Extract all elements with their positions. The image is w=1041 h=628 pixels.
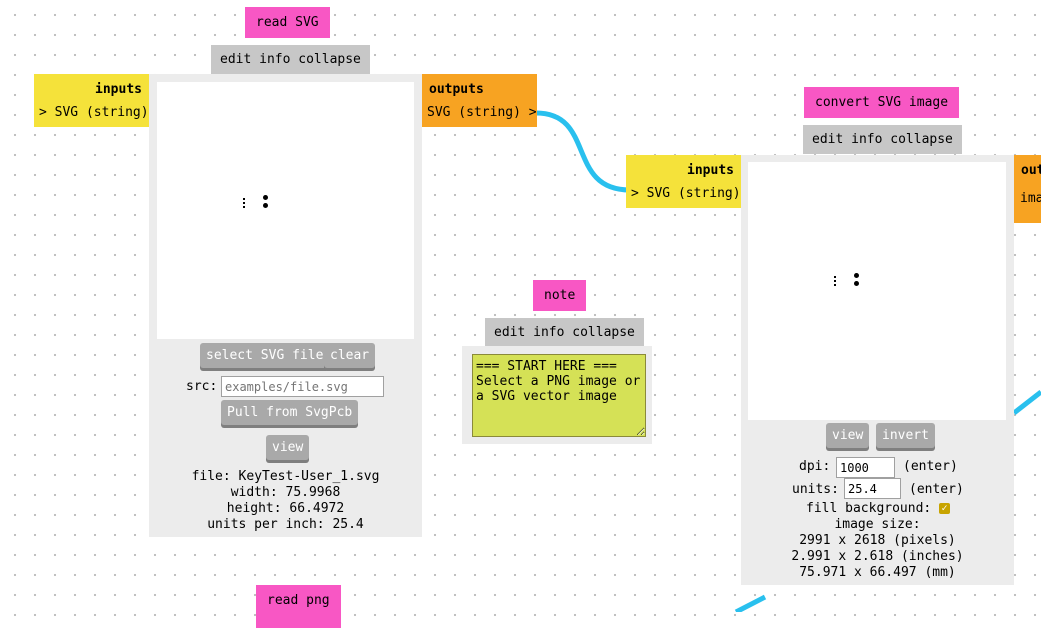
wire-convert-out-upper xyxy=(1012,390,1041,415)
read-png-title[interactable]: read png xyxy=(256,585,341,628)
note-title[interactable]: note xyxy=(533,280,587,311)
dpi-label: dpi: xyxy=(799,459,831,474)
invert-button[interactable]: invert xyxy=(876,423,935,448)
convert-svg-panel: view invert dpi: (enter) units: (enter) … xyxy=(741,155,1014,585)
image-size-pixels: 2991 x 2618 (pixels) xyxy=(799,533,956,548)
convert-svg-title[interactable]: convert SVG image xyxy=(804,87,960,118)
wire-connections xyxy=(535,110,1041,612)
pull-from-svgpcb-button[interactable]: Pull from SvgPcb xyxy=(221,400,359,425)
note-panel xyxy=(462,346,652,444)
preview-shape-small xyxy=(834,276,836,286)
input-port-svg[interactable]: > SVG (string) xyxy=(39,105,149,120)
inputs-label: inputs xyxy=(95,82,142,97)
file-name-text: file: KeyTest-User_1.svg xyxy=(191,469,380,484)
image-size-info: image size: 2991 x 2618 (pixels) 2.991 x… xyxy=(741,517,1014,581)
height-text: height: 66.4972 xyxy=(226,501,345,516)
read-svg-toolbar[interactable]: edit info collapse xyxy=(211,45,370,74)
inputs-label: inputs xyxy=(687,163,734,178)
units-enter-hint: (enter) xyxy=(909,482,964,497)
convert-svg-inputs: inputs > SVG (string) xyxy=(626,155,741,208)
image-size-label: image size: xyxy=(834,517,921,532)
input-port-svg[interactable]: > SVG (string) xyxy=(631,186,741,201)
fill-background-checkbox[interactable]: ✓ xyxy=(939,503,951,514)
outputs-label-partial: out xyxy=(1021,163,1041,178)
dpi-input[interactable] xyxy=(836,457,895,478)
dpi-enter-hint: (enter) xyxy=(903,459,958,474)
preview-shape-large xyxy=(263,195,268,208)
read-svg-panel: select SVG file clear src: Pull from Svg… xyxy=(149,74,422,537)
convert-svg-outputs: out ima xyxy=(1014,155,1041,223)
svg-preview-canvas xyxy=(157,82,414,339)
fill-background-label: fill background: xyxy=(806,501,932,516)
fill-background-row: fill background: ✓ xyxy=(806,501,951,516)
note-toolbar[interactable]: edit info collapse xyxy=(485,318,644,347)
view-button[interactable]: view xyxy=(266,435,310,460)
units-input[interactable] xyxy=(844,478,901,499)
wire-svg-to-convert xyxy=(535,110,631,193)
src-label: src: xyxy=(186,379,218,394)
wire-convert-out-lower xyxy=(734,594,767,612)
preview-shape-small xyxy=(243,198,245,208)
select-svg-file-button[interactable]: select SVG file xyxy=(200,343,330,368)
output-port-image-partial[interactable]: ima xyxy=(1020,191,1041,206)
note-textarea[interactable] xyxy=(472,354,646,437)
read-svg-title[interactable]: read SVG xyxy=(245,7,330,38)
units-label: units: xyxy=(792,482,839,497)
read-svg-inputs: inputs > SVG (string) xyxy=(34,74,149,127)
svg-file-info: file: KeyTest-User_1.svg width: 75.9968 … xyxy=(149,469,422,533)
units-per-inch-text: units per inch: 25.4 xyxy=(207,517,364,532)
image-size-inches: 2.991 x 2.618 (inches) xyxy=(791,549,964,564)
clear-button[interactable]: clear xyxy=(324,343,376,368)
convert-svg-toolbar[interactable]: edit info collapse xyxy=(803,125,962,154)
outputs-label: outputs xyxy=(429,82,484,97)
width-text: width: 75.9968 xyxy=(230,485,341,500)
preview-shape-large xyxy=(854,273,859,286)
output-port-svg[interactable]: SVG (string) > xyxy=(427,105,537,120)
src-input[interactable] xyxy=(221,376,384,397)
read-svg-outputs: outputs SVG (string) > xyxy=(422,74,537,127)
view-button[interactable]: view xyxy=(826,423,870,448)
image-size-mm: 75.971 x 66.497 (mm) xyxy=(799,565,956,580)
image-preview-canvas xyxy=(748,162,1006,420)
